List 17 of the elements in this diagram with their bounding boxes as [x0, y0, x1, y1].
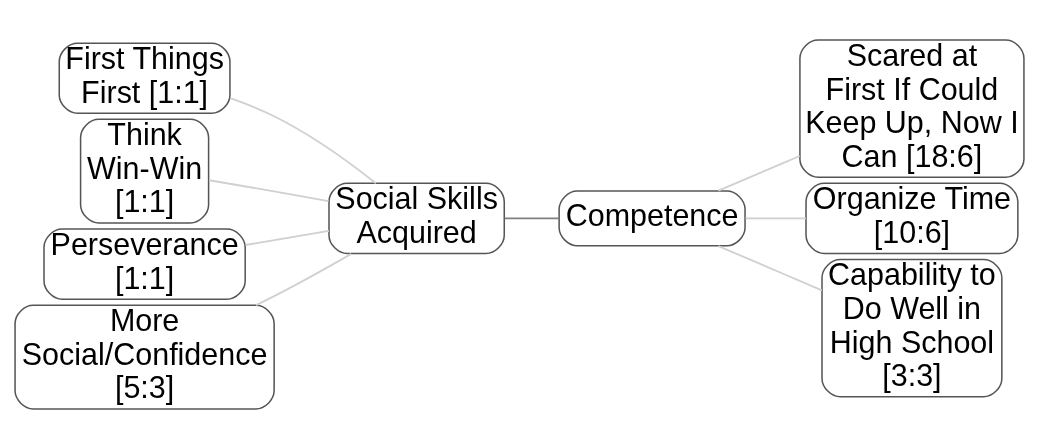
node-box: Organize Time [10:6] — [805, 182, 1019, 254]
connector — [229, 96, 377, 184]
connector — [717, 154, 801, 192]
node-box: Capability to Do Well in High School [3:3] — [821, 258, 1003, 397]
connector — [503, 217, 560, 219]
node-box: Social Skills Acquired — [328, 182, 505, 254]
node-box: Perseverance [1:1] — [43, 227, 246, 300]
connector — [244, 229, 330, 246]
node-box: Competence — [558, 189, 746, 247]
node-box: Think Win-Win [1:1] — [79, 118, 210, 224]
node-box: More Social/Confidence [5:3] — [14, 304, 275, 410]
node-box: Scared at First If Could Keep Up, Now I Can [18:6] — [799, 38, 1025, 178]
connector — [744, 217, 807, 219]
node-box: First Things First [1:1] — [58, 41, 231, 114]
connector — [255, 252, 353, 306]
connector — [208, 178, 330, 202]
connector — [717, 244, 823, 291]
